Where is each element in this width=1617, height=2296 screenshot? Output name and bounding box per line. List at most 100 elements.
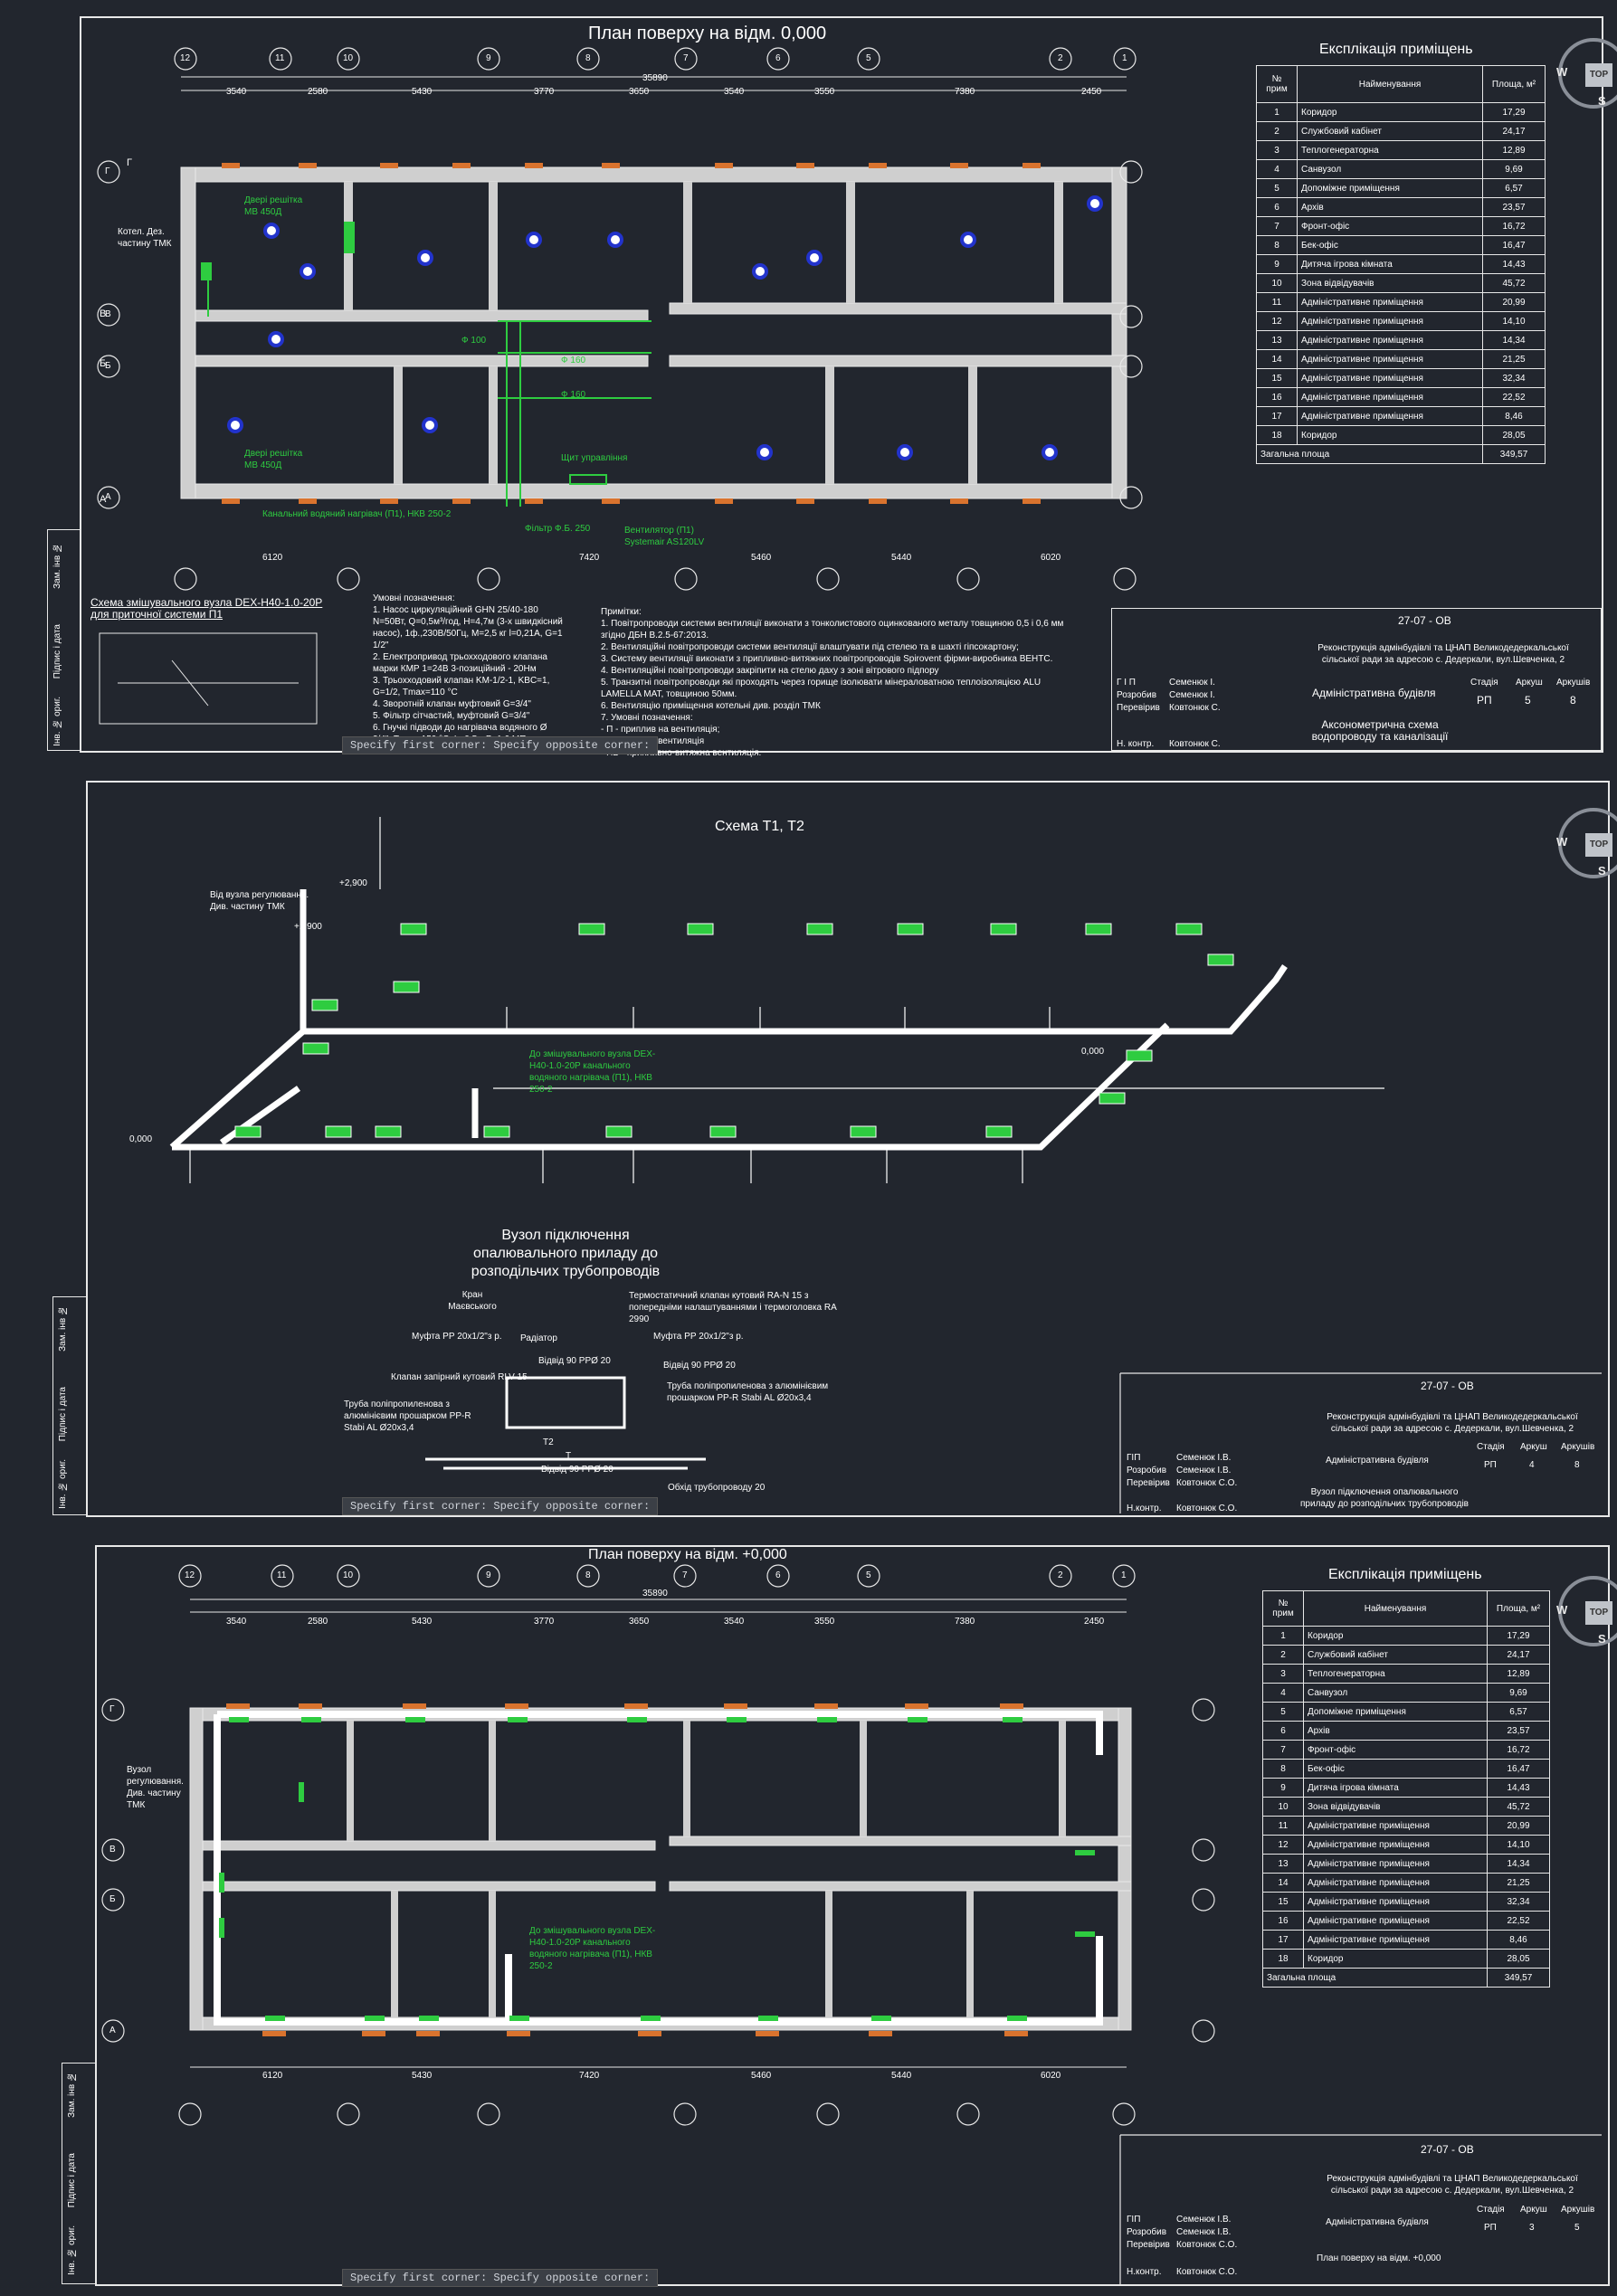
- sheet3-row-B: Б: [109, 1894, 116, 1904]
- expl-num: 14: [1256, 349, 1298, 369]
- expl-name: Дитяча ігрова кімната: [1297, 254, 1483, 274]
- sheet3-role-2: Перевірив: [1127, 2240, 1170, 2250]
- expl-name: Адміністративне приміщення: [1303, 1873, 1488, 1893]
- sheet2-role-0: ГІП: [1127, 1453, 1141, 1463]
- viewcube-2[interactable]: W S: [1556, 808, 1617, 878]
- viewcube-top-1[interactable]: ТОР: [1585, 63, 1612, 87]
- sheet2-name-2: Ковтонюк С.О.: [1176, 1478, 1238, 1488]
- sheet1-dim-8: 2450: [1081, 87, 1102, 97]
- expl-num: 7: [1262, 1740, 1304, 1760]
- sheet2-label-elev1: +2,900: [339, 878, 367, 888]
- sheet2-side-c: Інв. № ориг.: [58, 1459, 68, 1509]
- svg-text:Г: Г: [127, 157, 132, 168]
- viewport-1[interactable]: План поверху на відм. 0,000: [0, 0, 1617, 760]
- expl-num: 11: [1256, 292, 1298, 312]
- nav-s-label: S: [1598, 864, 1606, 878]
- sheet1-dimb-4: 6020: [1041, 553, 1061, 563]
- sheet1-expl-title: Експлікація приміщень: [1319, 42, 1473, 57]
- sheet3-axis-1: 1: [1121, 1570, 1127, 1580]
- expl-num: 3: [1262, 1664, 1304, 1684]
- sheet1-label-filter: Фільтр Ф.Б. 250: [525, 524, 591, 534]
- sheet1-dim-0: 3540: [226, 87, 247, 97]
- nav-w-label: W: [1556, 1603, 1568, 1617]
- expl-num: 15: [1262, 1892, 1304, 1912]
- sheet1-row-B: Б: [105, 361, 111, 371]
- sheet3-dimb-1: 5430: [412, 2071, 433, 2081]
- expl-num: 7: [1256, 216, 1298, 236]
- viewport-3[interactable]: План поверху на відм. +0,000: [0, 1529, 1617, 2296]
- expl-name: Адміністративне приміщення: [1297, 349, 1483, 369]
- nav-w-label: W: [1556, 835, 1568, 849]
- viewcube-top-3[interactable]: ТОР: [1585, 1601, 1612, 1625]
- sheet1-title: План поверху на відм. 0,000: [588, 24, 827, 43]
- node-label-7: Муфта РР 20х1/2"з р.: [653, 1332, 744, 1342]
- expl-name: Коридор: [1303, 1626, 1488, 1646]
- sheet2-stamp-stage-h: Стадія: [1477, 1442, 1505, 1452]
- sheet2-side-a: Зам. інв №: [58, 1305, 68, 1352]
- viewcube-top-2[interactable]: ТОР: [1585, 833, 1612, 857]
- sheet1-stamp-sheets-h: Аркушів: [1556, 678, 1591, 688]
- sheet1-role-0: Г І П: [1117, 678, 1136, 688]
- node-label-2: Клапан запірний кутовий RLV 15: [391, 1372, 528, 1382]
- sheet1-dim-3: 3770: [534, 87, 555, 97]
- sheet3-side-a: Зам. інв №: [67, 2072, 77, 2118]
- col-num: № прим: [1262, 1590, 1304, 1627]
- expl-name: Бек-офіс: [1303, 1759, 1488, 1779]
- expl-num: 16: [1256, 387, 1298, 407]
- viewcube-3[interactable]: W S: [1556, 1576, 1617, 1646]
- sheet3-axis-11: 11: [277, 1570, 287, 1580]
- expl-area: 20,99: [1487, 1816, 1550, 1836]
- sheet3-name-1: Семенюк І.В.: [1176, 2227, 1232, 2237]
- expl-area: 12,89: [1482, 140, 1546, 160]
- expl-num: 17: [1256, 406, 1298, 426]
- sheet1-scheme-title: Схема змішувального вузла DEX-H40-1.0-20…: [90, 596, 323, 621]
- node-label-12: Відвід 90 PPØ 20: [541, 1465, 614, 1475]
- node-label-10: Т2: [543, 1437, 554, 1447]
- sheet1-stamp-sheets: 8: [1570, 694, 1576, 707]
- sheet2-side-stamp: [52, 1296, 87, 1515]
- expl-name: Теплогенераторна: [1297, 140, 1483, 160]
- sheet1-total-dim: 35890: [642, 73, 668, 83]
- expl-area: 8,46: [1487, 1930, 1550, 1950]
- sheet1-name-3: Ковтонюк С.: [1169, 739, 1221, 749]
- expl-name: Службовий кабінет: [1303, 1645, 1488, 1665]
- sheet1-axis-9: 9: [486, 53, 491, 63]
- command-line-2[interactable]: Specify first corner: Specify opposite c…: [342, 1497, 659, 1515]
- sheet1-role-2: Перевірив: [1117, 703, 1160, 713]
- sheet1-title-block: [1111, 608, 1602, 751]
- col-area: Площа, м²: [1487, 1590, 1550, 1627]
- viewport-2[interactable]: Схема Т1, Т2: [0, 763, 1617, 1521]
- expl-area: 6,57: [1482, 178, 1546, 198]
- expl-area: 24,17: [1487, 1645, 1550, 1665]
- sheet2-node-title: Вузол підключення опалювального приладу …: [471, 1228, 661, 1279]
- viewcube-1[interactable]: W S: [1556, 38, 1617, 109]
- command-line-3[interactable]: Specify first corner: Specify opposite c…: [342, 2269, 659, 2287]
- expl-num: 8: [1262, 1759, 1304, 1779]
- expl-name: Коридор: [1303, 1949, 1488, 1969]
- expl-area: 9,69: [1482, 159, 1546, 179]
- expl-num: 8: [1256, 235, 1298, 255]
- sheet3-label-regulation: Вузол регулювання. Див. частину ТМК: [127, 1765, 184, 1810]
- expl-num: 12: [1262, 1835, 1304, 1855]
- node-label-11: Т: [566, 1451, 572, 1461]
- command-line-1[interactable]: Specify first corner: Specify opposite c…: [342, 736, 659, 754]
- sheet2-label-to-mixer: До змішувального вузла DEX-H40-1.0-20P к…: [529, 1049, 656, 1095]
- expl-name: Адміністративне приміщення: [1297, 311, 1483, 331]
- sheet1-label-d160a: Ф 160: [561, 356, 586, 365]
- sheet1-dimb-0: 6120: [262, 553, 283, 563]
- expl-num: 9: [1262, 1778, 1304, 1798]
- sheet2-stamp-code: 27-07 - ОВ: [1421, 1380, 1474, 1392]
